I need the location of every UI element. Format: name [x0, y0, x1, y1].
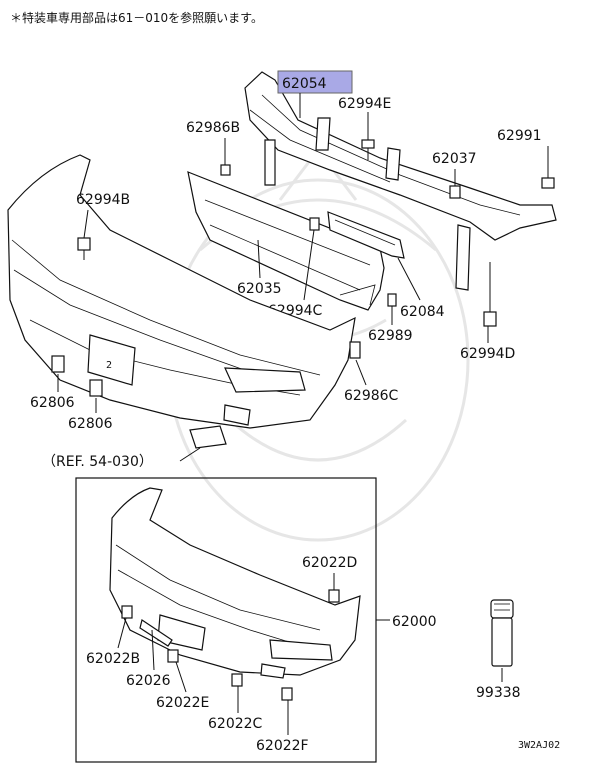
bumper-upper: 2: [7, 154, 356, 429]
nut-62991: [541, 177, 555, 189]
label-62986C[interactable]: 62986C: [344, 388, 399, 404]
cover-62806a: [51, 355, 65, 373]
clip-62989: [387, 293, 397, 307]
reinforcement-beam: [244, 71, 557, 291]
clip-62994B: [77, 237, 91, 260]
label-62026[interactable]: 62026: [126, 673, 171, 689]
clip-62986B: [220, 164, 231, 176]
highlight-box: [277, 70, 353, 94]
header-note: ＊特装車専用部品は61－010を参照願います。: [10, 10, 263, 25]
label-62986B[interactable]: 62986B: [186, 120, 240, 136]
label-62035[interactable]: 62035: [237, 281, 282, 297]
label-62994B[interactable]: 62994B: [76, 192, 130, 208]
clip-62022D: [328, 589, 340, 603]
bolt-62994E: [361, 139, 375, 160]
tow-hook-cover: [189, 425, 227, 449]
label-62022B[interactable]: 62022B: [86, 651, 140, 667]
label-62084[interactable]: 62084: [400, 304, 445, 320]
screw-62986C: [349, 341, 361, 359]
label-62037[interactable]: 62037: [432, 151, 477, 167]
label-62022D[interactable]: 62022D: [302, 555, 357, 571]
label-62022F[interactable]: 62022F: [256, 738, 309, 754]
grille-absorber: [187, 171, 385, 311]
label-62994D[interactable]: 62994D: [460, 346, 515, 362]
label-62054[interactable]: 62054: [282, 76, 327, 92]
diagram-code: 3W2AJ02: [518, 740, 560, 751]
bracket-62026: [139, 619, 173, 647]
label-62989[interactable]: 62989: [368, 328, 413, 344]
label-62991[interactable]: 62991: [497, 128, 542, 144]
label-62022E[interactable]: 62022E: [156, 695, 209, 711]
clip-62022F: [281, 687, 293, 701]
label-99338[interactable]: 99338: [476, 685, 521, 701]
svg-text:2: 2: [106, 360, 112, 371]
label-62022C[interactable]: 62022C: [208, 716, 263, 732]
paint-bottle-99338: [490, 599, 514, 667]
reference-label[interactable]: （REF. 54-030）: [42, 454, 153, 470]
bracket-62084: [327, 211, 405, 259]
bolt-62994D: [483, 262, 497, 327]
clip-62994C: [309, 217, 320, 231]
label-62806-b[interactable]: 62806: [68, 416, 113, 432]
label-62994E[interactable]: 62994E: [338, 96, 391, 112]
clip-62022E: [167, 649, 179, 663]
clip-62037: [449, 185, 461, 199]
cover-62806b: [89, 379, 103, 397]
clip-62022C: [231, 673, 243, 687]
label-62000[interactable]: 62000: [392, 614, 437, 630]
label-62806-a[interactable]: 62806: [30, 395, 75, 411]
clip-62022B: [121, 605, 133, 619]
bumper-62000: [109, 487, 361, 679]
